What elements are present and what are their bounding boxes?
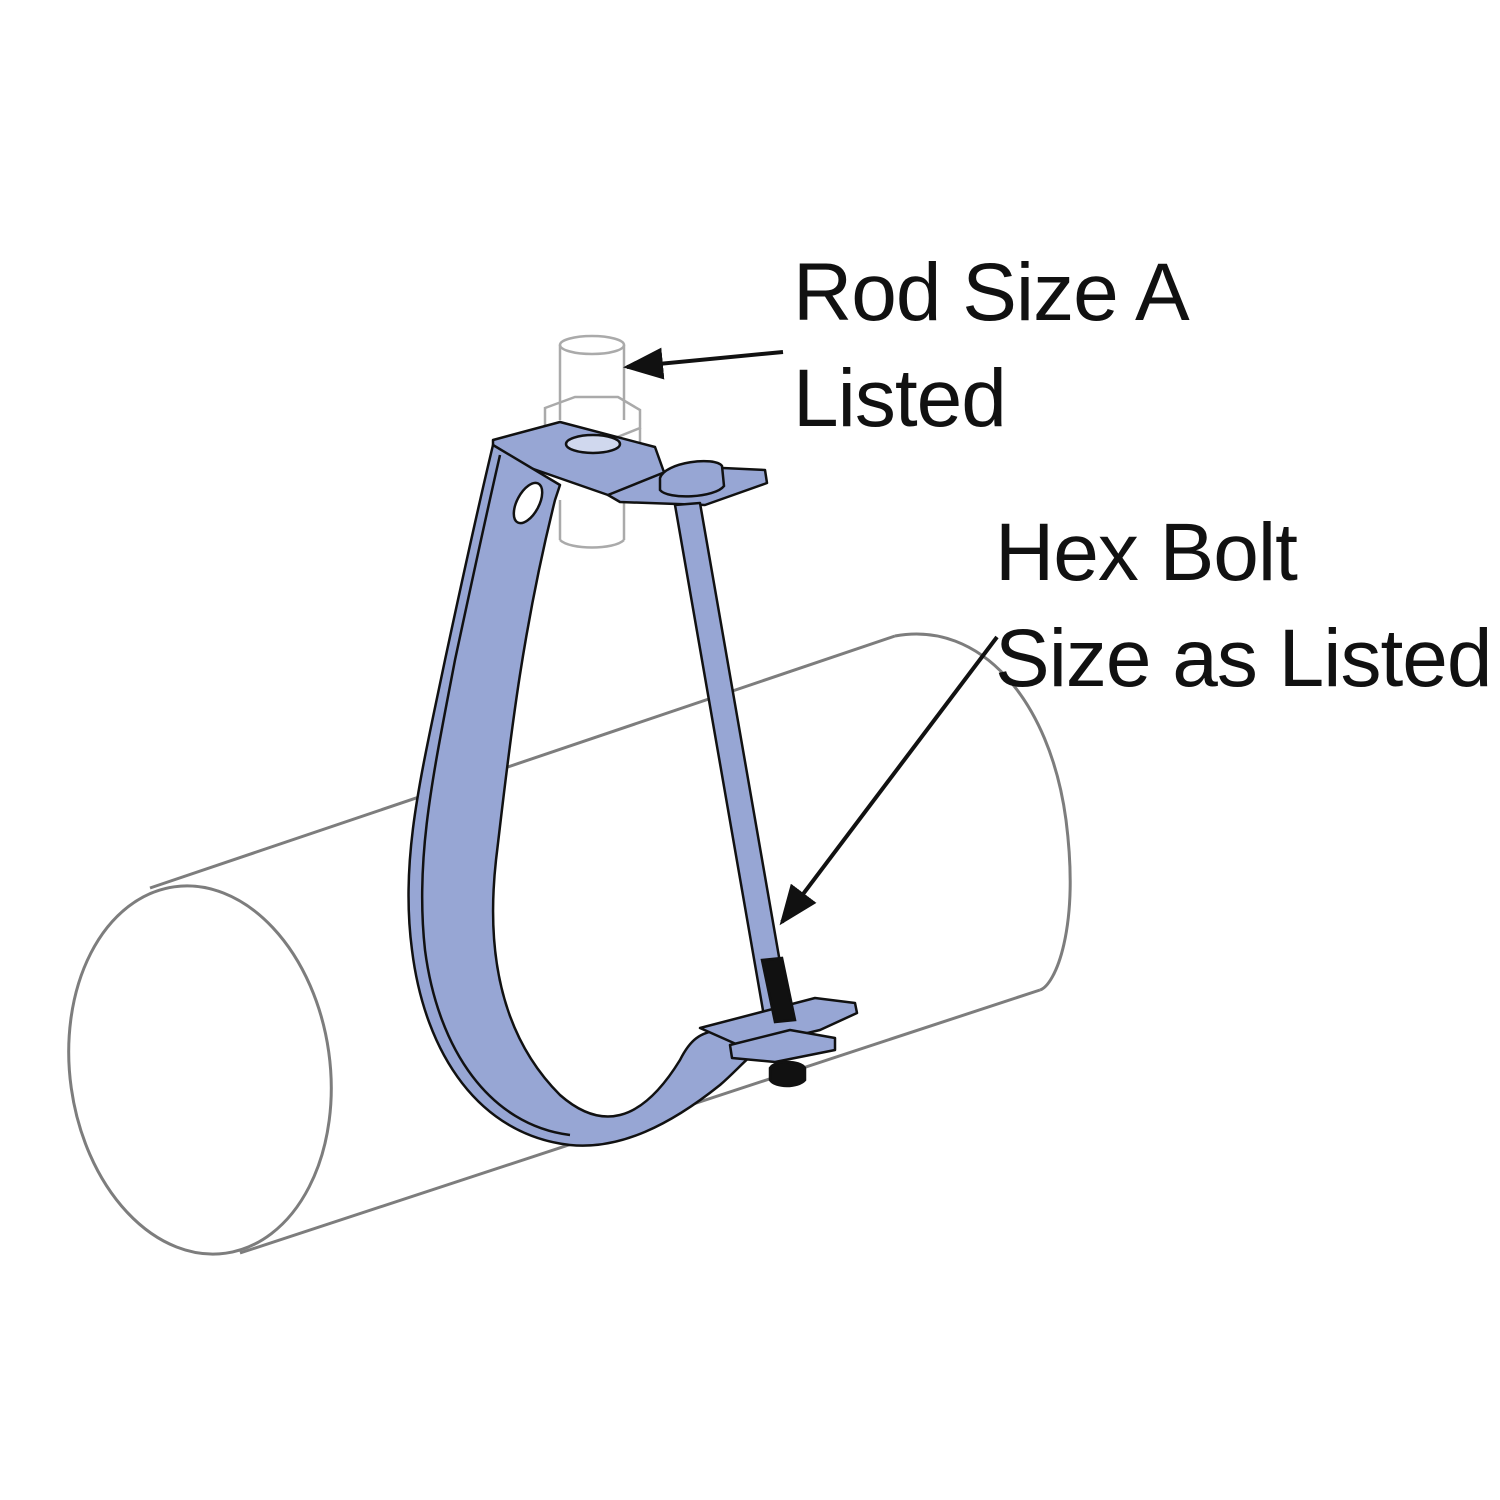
clevis-hanger-icon xyxy=(407,420,859,1147)
bolt-callout-line2: Size as Listed xyxy=(995,613,1492,704)
hex-bolt-icon xyxy=(658,459,807,1088)
hanger-strap-outer xyxy=(407,443,762,1147)
pipe-far-end xyxy=(894,632,1072,992)
bolt-head xyxy=(658,459,726,498)
callout-leaders xyxy=(623,347,999,926)
rod-callout-line1: Rod Size A xyxy=(793,247,1190,338)
hanger-strap-inner-edge xyxy=(420,454,571,1137)
bolt-thread xyxy=(760,956,797,1024)
bolt-leader-line xyxy=(779,635,999,926)
bolt-callout-line1: Hex Bolt xyxy=(995,507,1298,598)
pipe-icon xyxy=(67,632,1072,1256)
bolt-hole-icon xyxy=(512,481,544,525)
hex-bolt-callout: Hex Bolt Size as Listed xyxy=(995,500,1492,712)
hanger-right-leg xyxy=(673,501,792,1024)
rod-leader-line xyxy=(623,347,784,380)
pipe-near-end xyxy=(67,884,333,1256)
pipe-top-edge xyxy=(149,634,896,890)
bolt-nut xyxy=(768,1060,807,1088)
rod-hole-icon xyxy=(564,433,622,455)
rod-callout-line2: Listed xyxy=(793,353,1007,444)
rod-size-callout: Rod Size A Listed xyxy=(793,240,1190,452)
